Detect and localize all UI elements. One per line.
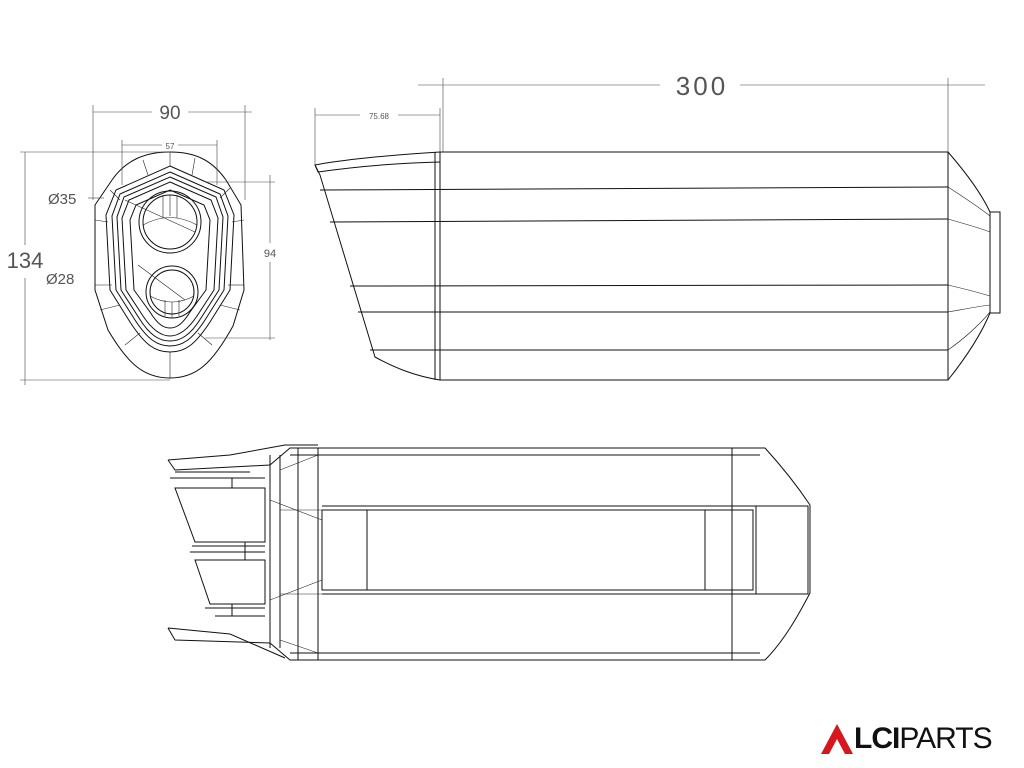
logo-arrow-icon	[821, 724, 853, 754]
lciparts-logo: LCIPARTS	[820, 722, 1010, 758]
dim-height-94: 94	[264, 248, 276, 260]
dim-inner-width-57: 57	[166, 142, 175, 151]
dim-outlet-28: Ø28	[46, 271, 74, 288]
logo-bold: LCI	[854, 722, 900, 755]
end-view	[94, 151, 245, 379]
dim-height-134: 134	[7, 248, 44, 273]
side-view	[314, 151, 1001, 381]
logo-text: LCIPARTS	[854, 722, 993, 756]
dim-outlet-35: Ø35	[48, 191, 76, 208]
end-view-dimensions: 90 57 134 94 Ø35 Ø28	[7, 103, 276, 385]
dim-cone-75-68: 75.68	[369, 112, 390, 121]
dim-width-90: 90	[159, 103, 180, 124]
dim-length-300: 300	[676, 71, 728, 101]
section-view	[167, 444, 811, 661]
logo-light: PARTS	[899, 722, 992, 755]
side-view-dimensions: 300 75.68	[314, 71, 985, 165]
